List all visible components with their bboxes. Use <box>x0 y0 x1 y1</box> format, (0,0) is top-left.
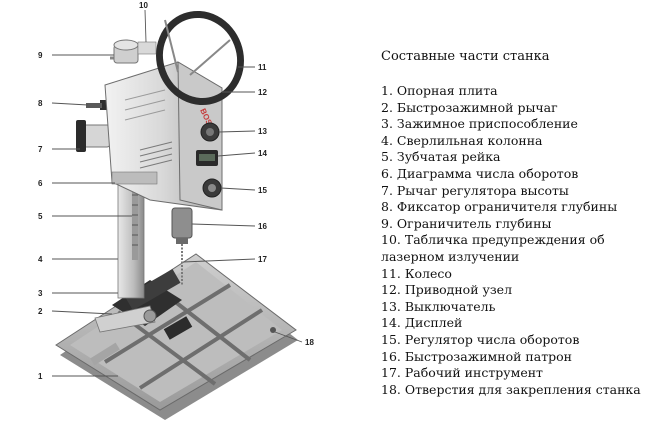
legend-item: 3. Зажимное приспособление <box>381 116 578 132</box>
callout-10: 10 <box>139 1 148 10</box>
callout-3: 3 <box>38 289 43 298</box>
legend-item: 5. Зубчатая рейка <box>381 149 501 165</box>
callout-14: 14 <box>258 149 267 158</box>
leader-lines <box>51 9 303 377</box>
callout-2: 2 <box>38 307 43 316</box>
callout-18: 18 <box>305 338 314 347</box>
legend-item: 17. Рабочий инструмент <box>381 365 543 381</box>
clamp-device <box>94 268 193 340</box>
legend-item: 8. Фиксатор ограничителя глубины <box>381 199 618 215</box>
callout-1: 1 <box>38 372 43 381</box>
callout-11: 11 <box>258 63 267 72</box>
callout-5: 5 <box>38 212 43 221</box>
legend-item: 10. Табличка предупреждения об лазерном … <box>381 232 605 264</box>
callout-4: 4 <box>38 255 43 264</box>
legend-item: 6. Диаграмма числа оборотов <box>381 165 579 181</box>
callout-15: 15 <box>258 186 267 195</box>
legend-item: 11. Колесо <box>381 265 452 281</box>
legend-item: 7. Рычаг регулятора высоты <box>381 182 569 198</box>
callout-13: 13 <box>258 127 267 136</box>
legend-item: 14. Дисплей <box>381 315 463 331</box>
callout-numbers: 1 2 3 4 5 6 7 8 9 10 11 12 13 14 15 16 1… <box>38 1 314 381</box>
legend-item: 12. Приводной узел <box>381 282 513 298</box>
callout-9: 9 <box>38 51 43 60</box>
callout-7: 7 <box>38 145 43 154</box>
legend-item: 9. Ограничитель глубины <box>381 215 552 231</box>
legend-item: 16. Быстрозажимной патрон <box>381 348 572 364</box>
handwheel <box>156 10 244 106</box>
legend-item: 4. Сверлильная колонна <box>381 132 543 148</box>
legend-item: 18. Отверстия для закрепления станка <box>381 381 641 397</box>
chuck <box>171 207 193 244</box>
legend-item: 2. Быстрозажимной рычаг <box>381 99 558 115</box>
callout-12: 12 <box>258 88 267 97</box>
callout-17: 17 <box>258 255 267 264</box>
callout-8: 8 <box>38 99 43 108</box>
legend-item: 13. Выключатель <box>381 298 496 314</box>
legend-item: 1. Опорная плита <box>381 83 498 98</box>
drill-press-illustration: BOSCH <box>38 1 314 420</box>
gear-rack <box>132 194 138 246</box>
callout-6: 6 <box>38 179 43 188</box>
legend-item: 15. Регулятор числа оборотов <box>381 331 580 347</box>
parts-legend: Составные части станка 1. Опорная плита … <box>381 49 656 398</box>
callout-16: 16 <box>258 222 267 231</box>
drill-column <box>117 169 145 299</box>
height-adjust-lever <box>76 120 111 152</box>
legend-list: 1. Опорная плита 2. Быстрозажимной рычаг… <box>381 83 656 398</box>
legend-title: Составные части станка <box>381 49 550 64</box>
